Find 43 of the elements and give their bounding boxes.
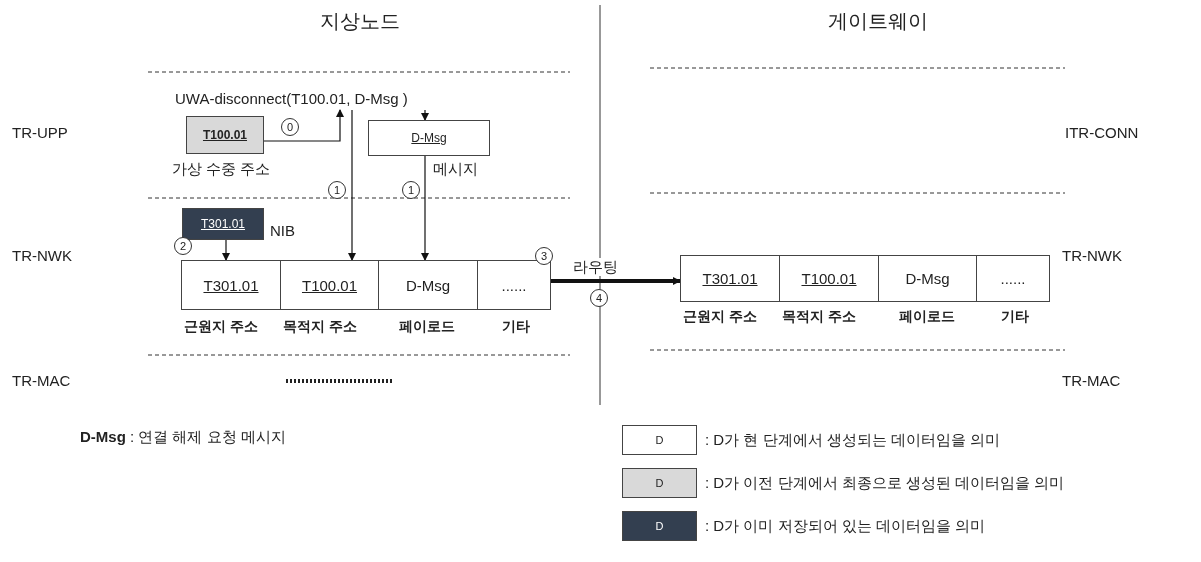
step-number: 0 (281, 118, 299, 136)
step-number: 3 (535, 247, 553, 265)
edge-label: 라우팅 (573, 258, 618, 276)
legend-swatch: D (622, 425, 697, 455)
field-caption: 페이로드 (399, 317, 455, 335)
address-box: T100.01 (186, 116, 264, 154)
heading: 게이트웨이 (828, 9, 928, 34)
step-number: 4 (590, 289, 608, 307)
legend-text: : D가 이전 단계에서 최종으로 생성된 데이터임을 의미 (705, 474, 1065, 492)
field-caption: 기타 (1001, 307, 1029, 325)
layer-name: TR-NWK (12, 247, 72, 265)
step-number: 2 (174, 237, 192, 255)
field-caption: 페이로드 (899, 307, 955, 325)
note-text: D-Msg : 연결 해제 요청 메시지 (80, 428, 286, 446)
layer-name: TR-MAC (12, 372, 71, 390)
nib-box: T301.01 (182, 208, 264, 240)
node-caption: 가상 수중 주소 (172, 160, 271, 178)
arrow (551, 277, 681, 285)
legend-swatch: D (622, 468, 697, 498)
heading: 지상노드 (320, 9, 400, 34)
arrow (222, 239, 230, 261)
node-caption: 메시지 (433, 160, 478, 178)
field-caption: 목적지 주소 (283, 317, 357, 335)
arrow (348, 109, 356, 261)
field-caption: 근원지 주소 (683, 307, 757, 325)
field-caption: 근원지 주소 (184, 317, 258, 335)
arrow (421, 155, 429, 261)
field-caption: 목적지 주소 (782, 307, 856, 325)
primitive-call: UWA-disconnect(T100.01, D-Msg ) (175, 86, 475, 110)
legend-swatch: D (622, 511, 697, 541)
layer-name: ITR-CONN (1065, 124, 1139, 142)
message-box: D-Msg (368, 120, 490, 156)
layer-name: TR-MAC (1062, 372, 1121, 390)
layer-name: TR-UPP (12, 124, 68, 142)
node-caption: NIB (270, 222, 295, 240)
field-caption: 기타 (502, 317, 530, 335)
arrow (263, 109, 344, 142)
layer-name: TR-NWK (1062, 247, 1122, 265)
arrow (421, 109, 429, 121)
step-number: 1 (328, 181, 346, 199)
step-number: 1 (402, 181, 420, 199)
legend-text: : D가 이미 저장되어 있는 데이터임을 의미 (705, 517, 985, 535)
legend-text: : D가 현 단계에서 생성되는 데이터임을 의미 (705, 431, 1000, 449)
